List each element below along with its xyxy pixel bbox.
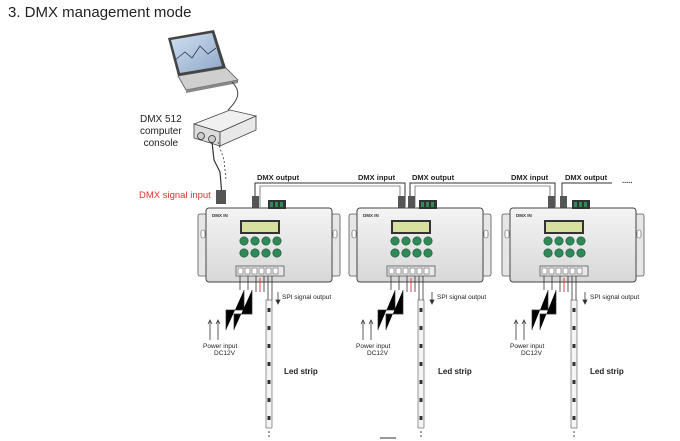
spi-label-2: SPI signal output <box>437 294 487 301</box>
led-strip-3 <box>570 299 578 429</box>
power-input-label-1: Power input <box>203 343 238 350</box>
chain-ellipsis: ..... <box>622 176 633 185</box>
laptop-icon <box>168 30 239 93</box>
power-input-3 <box>513 319 527 341</box>
power-input-2 <box>360 319 374 341</box>
page-title: 3. DMX management mode <box>8 4 192 21</box>
controller-1 <box>197 199 341 283</box>
led-strip-label-3: Led strip <box>590 367 624 376</box>
console-label-line2: computer <box>140 126 182 137</box>
dc12v-label-1: DC12V <box>214 350 235 357</box>
power-input-label-3: Power input <box>510 343 545 350</box>
power-input-1 <box>207 319 221 341</box>
led-strip-label-1: Led strip <box>284 367 318 376</box>
led-strip-label-2: Led strip <box>438 367 472 376</box>
dmx-output-label-1: DMX output <box>257 173 300 182</box>
dmx-input-label-2: DMX input <box>358 173 396 182</box>
dmx-console-device <box>192 109 258 147</box>
dc12v-label-3: DC12V <box>521 350 542 357</box>
console-label-line3: console <box>143 138 179 149</box>
spi-label-1: SPI signal output <box>282 294 332 301</box>
console-label-line1: DMX 512 <box>140 114 182 125</box>
led-strip-1 <box>265 299 273 429</box>
controller-3 <box>501 199 645 283</box>
led-strip-2 <box>417 299 425 429</box>
console-label: DMX 512 computer console <box>140 114 182 150</box>
dc12v-label-2: DC12V <box>367 350 388 357</box>
spi-label-3: SPI signal output <box>590 294 640 301</box>
controller-2 <box>348 199 492 283</box>
dmx-input-label-3: DMX input <box>511 173 549 182</box>
dmx-output-label-2: DMX output <box>412 173 455 182</box>
dmx-output-label-3: DMX output <box>565 173 608 182</box>
power-input-label-2: Power input <box>356 343 391 350</box>
dmx-signal-input-label: DMX signal input <box>139 190 211 201</box>
